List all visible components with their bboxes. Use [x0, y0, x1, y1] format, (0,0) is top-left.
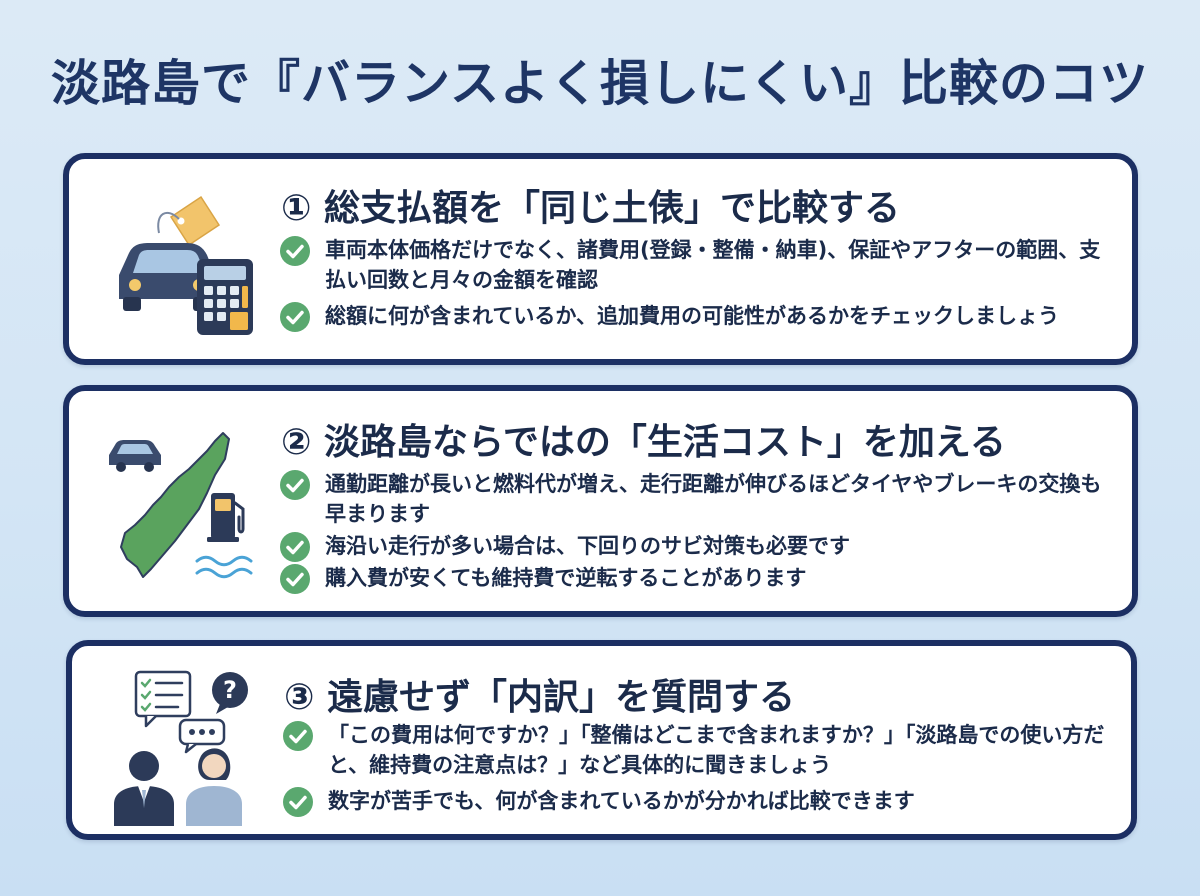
check-icon: [283, 721, 313, 751]
point-text: 購入費が安くても維持費で逆転することがあります: [325, 566, 807, 590]
card-heading: ③ 遠慮せず「内訳」を質問する: [284, 677, 796, 718]
point-text: 「この費用は何ですか？」「整備はどこまで含まれますか？」「淡路島での使い方だと、…: [328, 723, 1105, 777]
point-list: 車両本体価格だけでなく、諸費用(登録・整備・納車)、保証やアフターの範囲、支払い…: [279, 235, 1120, 337]
check-icon: [280, 532, 310, 562]
car-price-tag-calculator-icon: [119, 195, 253, 335]
point-text: 通勤距離が長いと燃料代が増え、走行距離が伸びるほどタイヤやブレーキの交換も早まり…: [325, 472, 1102, 526]
point-text: 総額に何が含まれているか、追加費用の可能性があるかをチェックしましょう: [325, 304, 1059, 328]
point-text: 数字が苦手でも、何が含まれているかが分かれば比較できます: [328, 789, 915, 813]
check-icon: [280, 236, 310, 266]
point-text: 車両本体価格だけでなく、諸費用(登録・整備・納車)、保証やアフターの範囲、支払い…: [325, 238, 1101, 292]
awaji-island-car-fuel-icon: [109, 432, 253, 579]
list-item: 車両本体価格だけでなく、諸費用(登録・整備・納車)、保証やアフターの範囲、支払い…: [279, 235, 1120, 295]
check-icon: [280, 302, 310, 332]
list-item: 数字が苦手でも、何が含まれているかが分かれば比較できます: [282, 786, 1119, 817]
point-list: 「この費用は何ですか？」「整備はどこまで含まれますか？」「淡路島での使い方だと、…: [282, 720, 1119, 822]
page-title: 淡路島で『バランスよく損しにくい』比較のコツ: [50, 55, 1150, 112]
check-icon: [283, 787, 313, 817]
list-item: 購入費が安くても維持費で逆転することがあります: [279, 563, 1120, 594]
list-item: 総額に何が含まれているか、追加費用の可能性があるかをチェックしましょう: [279, 301, 1120, 332]
check-icon: [280, 470, 310, 500]
tip-card-living-cost: ② 淡路島ならではの「生活コスト」を加える 通勤距離が長いと燃料代が増え、走行距…: [63, 385, 1138, 617]
list-item: 「この費用は何ですか？」「整備はどこまで含まれますか？」「淡路島での使い方だと、…: [282, 720, 1119, 780]
tip-card-ask-breakdown: ? ③ 遠慮せず「内訳」を質問する 「この費用は何ですか？」「整備はどこまで含ま…: [66, 640, 1137, 840]
point-list: 通勤距離が長いと燃料代が増え、走行距離が伸びるほどタイヤやブレーキの交換も早まり…: [279, 469, 1120, 595]
people-questions-icon: ?: [114, 670, 248, 826]
card-heading: ② 淡路島ならではの「生活コスト」を加える: [281, 422, 1006, 463]
card-heading: ① 総支払額を「同じ土俵」で比較する: [281, 188, 901, 229]
svg-text:?: ?: [223, 676, 237, 704]
list-item: 海沿い走行が多い場合は、下回りのサビ対策も必要です: [279, 531, 1120, 562]
list-item: 通勤距離が長いと燃料代が増え、走行距離が伸びるほどタイヤやブレーキの交換も早まり…: [279, 469, 1120, 529]
tip-card-total-payment: ① 総支払額を「同じ土俵」で比較する 車両本体価格だけでなく、諸費用(登録・整備…: [63, 153, 1138, 365]
point-text: 海沿い走行が多い場合は、下回りのサビ対策も必要です: [325, 534, 850, 558]
check-icon: [280, 564, 310, 594]
